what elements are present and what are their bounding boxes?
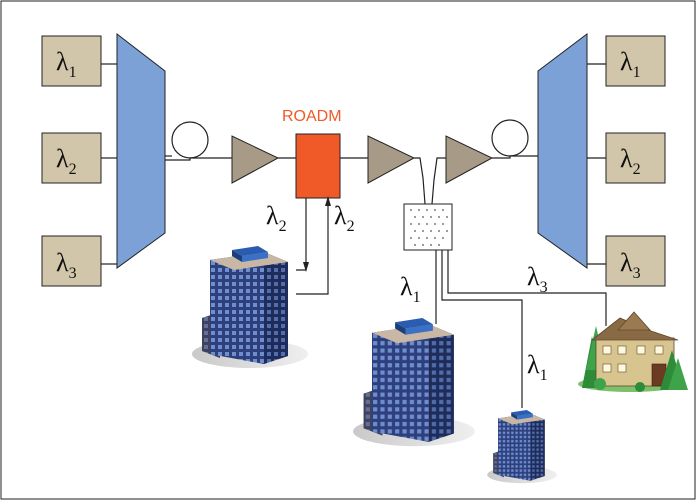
small-building-lambda-label: λ1 — [527, 350, 548, 384]
svg-text:ROADM: ROADM — [282, 108, 342, 125]
svg-text:λ3: λ3 — [56, 248, 77, 282]
amplifier-1 — [231, 135, 280, 184]
svg-text:λ2: λ2 — [620, 144, 641, 178]
office-building-roadm — [192, 246, 308, 368]
wavelength-mux — [116, 32, 166, 269]
office-building-large — [353, 318, 475, 447]
passive-splitter — [403, 203, 453, 251]
house-lambda-label: λ3 — [527, 262, 548, 296]
lambda-output-3: λ3 — [605, 235, 666, 287]
drop-lambda-label: λ2 — [266, 201, 287, 235]
lambda-output-1: λ1 — [605, 35, 666, 87]
svg-text:λ1: λ1 — [56, 47, 77, 81]
svg-text:λ1: λ1 — [620, 47, 641, 81]
svg-text:λ2: λ2 — [56, 144, 77, 178]
fiber-spool-right — [491, 119, 529, 157]
amplifier-2 — [367, 135, 416, 184]
roadm-box: ROADM — [282, 108, 342, 199]
lambda-input-2: λ2 — [41, 132, 102, 184]
building-lambda-label: λ1 — [400, 272, 421, 306]
lambda-input-1: λ1 — [41, 35, 102, 87]
office-building-small — [487, 410, 557, 484]
wavelength-demux — [537, 32, 588, 269]
svg-text:λ3: λ3 — [620, 248, 641, 282]
add-lambda-label: λ2 — [334, 201, 355, 235]
lambda-input-3: λ3 — [41, 235, 102, 287]
amplifier-3 — [445, 135, 494, 184]
house-with-trees — [578, 311, 688, 392]
lambda-output-2: λ2 — [605, 132, 666, 184]
fiber-spool-left — [171, 121, 209, 159]
